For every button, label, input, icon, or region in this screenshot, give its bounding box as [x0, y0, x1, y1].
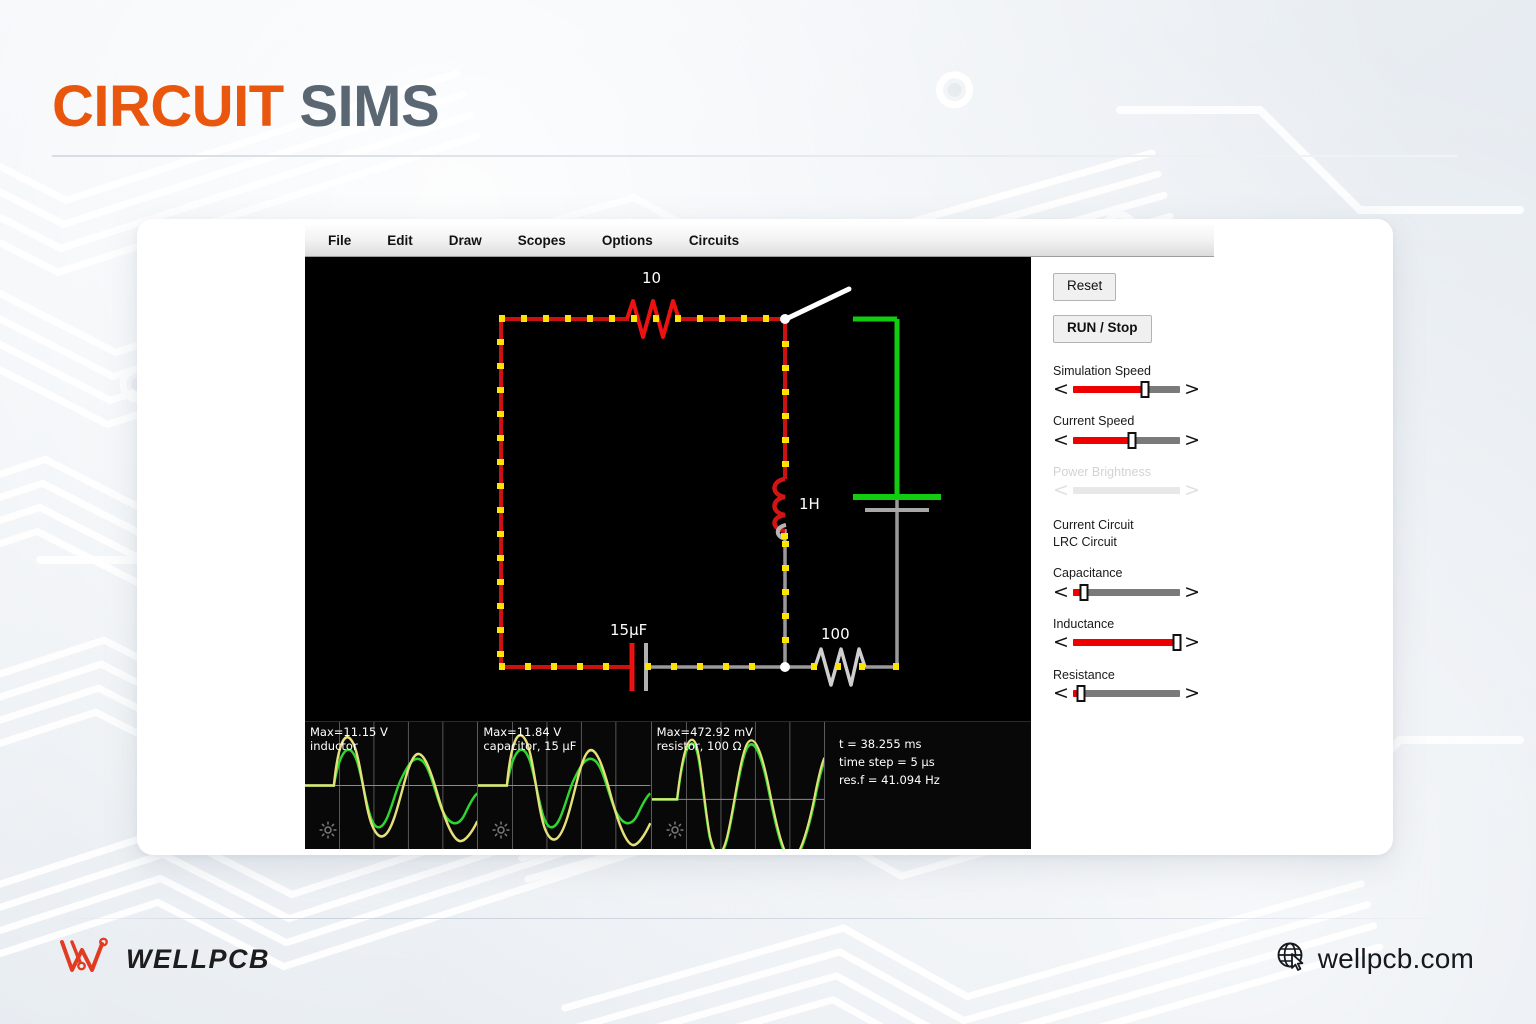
- slider-track-power-brightness: [1072, 487, 1181, 495]
- page-title: CIRCUIT SIMS: [52, 78, 440, 136]
- slider-power-brightness: Power Brightness < >: [1053, 465, 1200, 502]
- slider-label-simulation-speed: Simulation Speed: [1053, 363, 1151, 378]
- increase-capacitance-arrow[interactable]: >: [1184, 580, 1200, 603]
- increase-inductance-arrow[interactable]: >: [1184, 631, 1200, 654]
- increase-current-speed-arrow[interactable]: >: [1184, 428, 1200, 451]
- scope-capacitor-element: capacitor, 15 µF: [483, 739, 577, 754]
- brand-logo: WELLPCB: [56, 936, 270, 983]
- menu-item-scopes[interactable]: Scopes: [517, 233, 566, 248]
- scope-resistor[interactable]: Max=472.92 mV resistor, 100 Ω: [651, 722, 825, 849]
- scope-info-resonant-frequency: res.f = 41.094 Hz: [838, 772, 940, 787]
- page-title-primary: CIRCUIT: [52, 74, 284, 139]
- wellpcb-wordmark: WELLPCB: [126, 944, 270, 974]
- menu-item-circuits[interactable]: Circuits: [688, 233, 740, 248]
- slider-label-capacitance: Capacitance: [1053, 566, 1123, 581]
- scope-info-panel: t = 38.255 ms time step = 5 µs res.f = 4…: [825, 722, 1031, 849]
- node-top-right: [780, 314, 790, 324]
- slider-label-resistance: Resistance: [1053, 667, 1115, 682]
- scope-info-time-step: time step = 5 µs: [838, 754, 935, 769]
- brightness-icon[interactable]: [666, 821, 684, 839]
- scope-resistor-max: Max=472.92 mV: [656, 725, 754, 739]
- control-panel: Reset RUN / Stop Simulation Speed < >: [1031, 257, 1214, 721]
- decrease-inductance-arrow[interactable]: <: [1053, 631, 1069, 654]
- slider-current-speed: Current Speed < >: [1053, 415, 1200, 450]
- decrease-capacitance-arrow[interactable]: <: [1053, 580, 1069, 603]
- label-resistor-top: 10: [642, 269, 661, 287]
- slider-knob-inductance[interactable]: [1172, 634, 1182, 652]
- slider-track-resistance[interactable]: [1072, 685, 1181, 703]
- menu-item-file[interactable]: File: [328, 233, 352, 248]
- run-stop-button[interactable]: RUN / Stop: [1053, 314, 1152, 343]
- menu-item-options[interactable]: Options: [601, 233, 653, 248]
- slider-simulation-speed: Simulation Speed < >: [1053, 363, 1200, 400]
- scope-capacitor-max: Max=11.84 V: [483, 725, 562, 739]
- site-url[interactable]: wellpcb.com: [1275, 940, 1474, 977]
- scope-inductor-element: inductor: [310, 739, 358, 754]
- slider-knob-resistance[interactable]: [1076, 685, 1086, 703]
- current-circuit-name: LRC Circuit: [1053, 535, 1117, 550]
- slider-track-simulation-speed[interactable]: [1072, 380, 1181, 398]
- battery-symbol: [853, 316, 941, 512]
- slider-capacitance: Capacitance < >: [1053, 567, 1200, 602]
- slider-knob-simulation-speed[interactable]: [1140, 380, 1150, 398]
- wellpcb-w-icon: [56, 936, 114, 983]
- decrease-current-speed-arrow[interactable]: <: [1053, 428, 1069, 451]
- app-card: File Edit Draw Scopes Options Circuits: [137, 219, 1393, 855]
- menubar: File Edit Draw Scopes Options Circuits: [305, 225, 1214, 257]
- current-circuit-info: Current Circuit LRC Circuit: [1053, 517, 1200, 552]
- decrease-resistance-arrow[interactable]: <: [1053, 682, 1069, 705]
- slider-knob-capacitance[interactable]: [1079, 583, 1089, 601]
- slider-label-power-brightness: Power Brightness: [1053, 465, 1151, 480]
- label-inductor: 1H: [799, 495, 820, 513]
- scope-info-time: t = 38.255 ms: [838, 737, 922, 751]
- menu-item-edit[interactable]: Edit: [387, 233, 413, 248]
- scope-capacitor-label: Max=11.84 V capacitor, 15 µF: [483, 725, 576, 753]
- increase-simulation-speed-arrow[interactable]: >: [1184, 377, 1200, 400]
- header-divider: [52, 155, 1457, 157]
- brightness-icon[interactable]: [319, 821, 337, 839]
- footer-divider: [52, 918, 1457, 919]
- scopes-bar: Max=11.15 V inductor: [305, 721, 1031, 849]
- slider-inductance: Inductance < >: [1053, 617, 1200, 654]
- capacitor-symbol: [629, 643, 648, 691]
- slider-label-inductance: Inductance: [1053, 617, 1115, 632]
- scope-resistor-element: resistor, 100 Ω: [656, 739, 742, 754]
- slider-resistance: Resistance < >: [1053, 667, 1200, 705]
- current-dots: [497, 315, 899, 670]
- increase-resistance-arrow[interactable]: >: [1184, 682, 1200, 705]
- inductor-symbol: [772, 476, 787, 541]
- slider-track-inductance[interactable]: [1072, 634, 1182, 652]
- circuit-simulator-window: File Edit Draw Scopes Options Circuits: [305, 225, 1214, 849]
- slider-label-current-speed: Current Speed: [1053, 414, 1135, 429]
- increase-power-brightness-arrow: >: [1184, 479, 1200, 502]
- slider-track-current-speed[interactable]: [1072, 431, 1181, 449]
- label-resistor-bottom: 100: [821, 625, 850, 643]
- scope-resistor-label: Max=472.92 mV resistor, 100 Ω: [657, 725, 753, 753]
- scope-capacitor[interactable]: Max=11.84 V capacitor, 15 µF: [478, 722, 652, 849]
- site-url-text: wellpcb.com: [1317, 942, 1474, 974]
- scope-inductor-label: Max=11.15 V inductor: [310, 725, 388, 753]
- slider-track-capacitance[interactable]: [1072, 583, 1181, 601]
- decrease-power-brightness-arrow: <: [1053, 479, 1069, 502]
- current-circuit-caption: Current Circuit: [1053, 517, 1134, 532]
- reset-button[interactable]: Reset: [1053, 273, 1117, 301]
- slider-knob-current-speed[interactable]: [1127, 431, 1137, 449]
- scope-inductor-max: Max=11.15 V: [310, 725, 388, 739]
- node-bottom-right: [780, 662, 790, 672]
- label-capacitor: 15µF: [610, 621, 647, 639]
- circuit-canvas[interactable]: 10 1H 15µF 100: [305, 257, 1031, 721]
- scope-inductor[interactable]: Max=11.15 V inductor: [305, 722, 479, 849]
- switch-symbol: [783, 286, 852, 322]
- brightness-icon[interactable]: [492, 821, 510, 839]
- page-title-secondary: SIMS: [299, 74, 440, 139]
- decrease-simulation-speed-arrow[interactable]: <: [1053, 377, 1069, 400]
- menu-item-draw[interactable]: Draw: [448, 233, 482, 248]
- globe-cursor-icon: [1275, 940, 1307, 977]
